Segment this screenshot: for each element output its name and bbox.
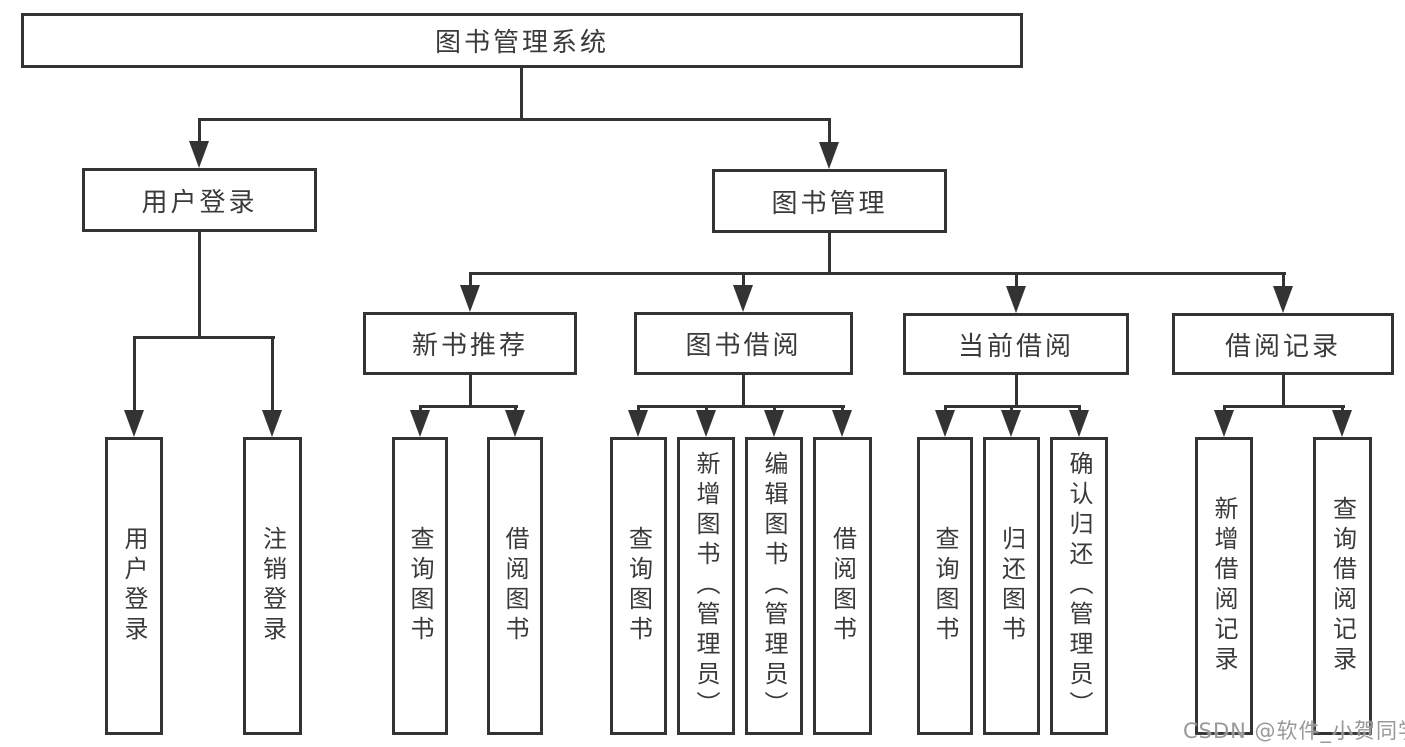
- csdn-watermark: CSDN @软件_小贺同学: [1183, 719, 1405, 743]
- leaf-search-books: 查询图书: [917, 437, 973, 735]
- node-user-login: 用户登录: [82, 168, 317, 232]
- arrowhead-down-icon: [460, 285, 480, 312]
- arrowhead-down-icon: [764, 410, 784, 437]
- leaf-borrow-books: 借阅图书: [487, 437, 543, 735]
- connector-line: [469, 272, 472, 290]
- leaf-logout: 注销登录: [243, 437, 302, 735]
- leaf-label: 查询借阅记录: [1328, 496, 1357, 676]
- connector-line: [1015, 375, 1018, 408]
- leaf-label: 借阅图书: [501, 526, 529, 646]
- node-book-borrowing: 图书借阅: [634, 312, 853, 375]
- node-borrowing-records: 借阅记录: [1172, 313, 1394, 375]
- connector-line: [637, 405, 845, 408]
- arrowhead-down-icon: [189, 141, 209, 168]
- connector-line: [271, 336, 274, 413]
- node-label: 图书管理系统: [434, 28, 609, 58]
- connector-line: [1282, 272, 1285, 290]
- arrowhead-down-icon: [819, 142, 839, 169]
- leaf-search-borrow-record: 查询借阅记录: [1313, 437, 1372, 735]
- node-label: 新书推荐: [411, 331, 528, 361]
- leaf-add-books-admin: 新增图书（管理员）: [677, 437, 735, 735]
- arrowhead-down-icon: [1001, 410, 1021, 437]
- arrowhead-down-icon: [1273, 286, 1293, 313]
- connector-line: [742, 272, 745, 290]
- arrowhead-down-icon: [733, 285, 753, 312]
- leaf-label: 查询图书: [931, 526, 959, 646]
- connector-line: [828, 233, 831, 275]
- leaf-search-books: 查询图书: [392, 437, 448, 735]
- connector-line: [1282, 375, 1285, 408]
- arrowhead-down-icon: [832, 410, 852, 437]
- leaf-label: 查询图书: [406, 526, 434, 646]
- node-library-management-system: 图书管理系统: [21, 13, 1023, 68]
- arrowhead-down-icon: [1332, 410, 1352, 437]
- connector-line: [198, 118, 831, 121]
- node-book-management: 图书管理: [712, 169, 947, 233]
- leaf-user-login: 用户登录: [105, 437, 163, 735]
- arrowhead-down-icon: [1214, 410, 1234, 437]
- leaf-label: 归还图书: [997, 526, 1026, 646]
- leaf-label: 注销登录: [258, 526, 287, 646]
- leaf-add-borrow-record: 新增借阅记录: [1195, 437, 1253, 735]
- leaf-return-books: 归还图书: [983, 437, 1040, 735]
- arrowhead-down-icon: [505, 410, 525, 437]
- node-label: 图书借阅: [685, 331, 802, 361]
- arrowhead-down-icon: [410, 410, 430, 437]
- connector-line: [133, 336, 136, 413]
- leaf-search-books: 查询图书: [610, 437, 667, 735]
- connector-line: [1223, 405, 1345, 408]
- node-label: 用户登录: [141, 187, 258, 218]
- connector-line: [198, 118, 201, 146]
- connector-line: [198, 232, 201, 339]
- leaf-label: 确认归还（管理员）: [1065, 451, 1093, 721]
- leaf-label: 新增借阅记录: [1210, 496, 1238, 676]
- leaf-label: 查询图书: [624, 526, 653, 646]
- node-new-book-recommendation: 新书推荐: [363, 312, 577, 375]
- arrowhead-down-icon: [935, 410, 955, 437]
- arrowhead-down-icon: [124, 410, 144, 437]
- arrowhead-down-icon: [696, 410, 716, 437]
- leaf-confirm-return-admin: 确认归还（管理员）: [1050, 437, 1108, 735]
- node-label: 当前借阅: [957, 331, 1074, 362]
- leaf-label: 新增图书（管理员）: [692, 451, 720, 721]
- leaf-label: 借阅图书: [828, 526, 857, 646]
- connector-line: [742, 375, 745, 408]
- arrowhead-down-icon: [1069, 410, 1089, 437]
- leaf-edit-books-admin: 编辑图书（管理员）: [745, 437, 803, 735]
- arrowhead-down-icon: [628, 410, 648, 437]
- connector-line: [469, 375, 472, 408]
- node-current-borrowing: 当前借阅: [903, 313, 1129, 375]
- connector-line: [520, 68, 523, 121]
- arrowhead-down-icon: [262, 410, 282, 437]
- leaf-label: 用户登录: [120, 526, 148, 646]
- connector-line: [469, 272, 1286, 275]
- connector-line: [419, 405, 518, 408]
- leaf-label: 编辑图书（管理员）: [760, 451, 788, 721]
- node-label: 借阅记录: [1224, 331, 1341, 362]
- arrowhead-down-icon: [1006, 286, 1026, 313]
- connector-line: [828, 118, 831, 146]
- node-label: 图书管理: [771, 188, 888, 219]
- connector-line: [1015, 272, 1018, 290]
- leaf-borrow-books: 借阅图书: [813, 437, 872, 735]
- connector-line: [133, 336, 275, 339]
